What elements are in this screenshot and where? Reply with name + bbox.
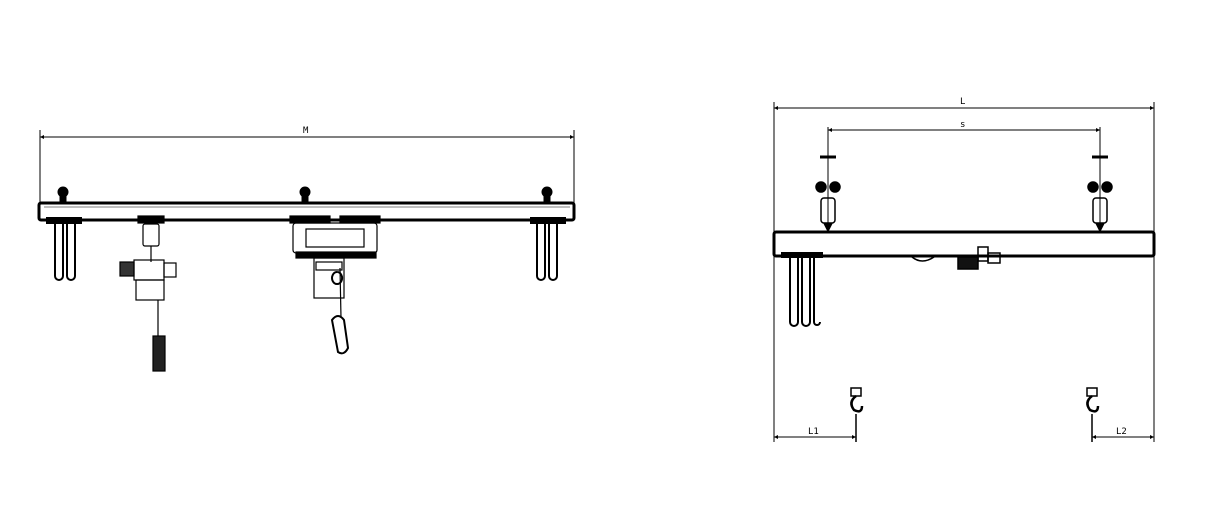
crane-beam-side [772,230,1156,258]
cable-loops-left [46,217,82,281]
chain-hoist-left [119,215,177,372]
dimension-l [773,102,1155,442]
dimension-m-label: M [303,126,309,136]
dimension-s [827,127,1101,232]
side-view: L s L1 L2 [772,97,1156,442]
hook-left [850,387,864,442]
dimension-l1-label: L1 [808,427,819,437]
dimension-s-label: s [960,120,965,130]
suspension-knobs [57,186,553,204]
cable-loops-side [781,252,823,327]
dimension-l2-label: L2 [1116,427,1127,437]
chain-hoist-right [289,215,381,355]
hook-right [1086,387,1100,442]
suspension-right [1087,155,1113,233]
cable-loops-right [530,217,566,281]
dimension-l-label: L [960,97,965,107]
front-view: M [37,126,576,372]
dimension-m [39,130,575,205]
hoist-trolley-side [911,246,1001,270]
